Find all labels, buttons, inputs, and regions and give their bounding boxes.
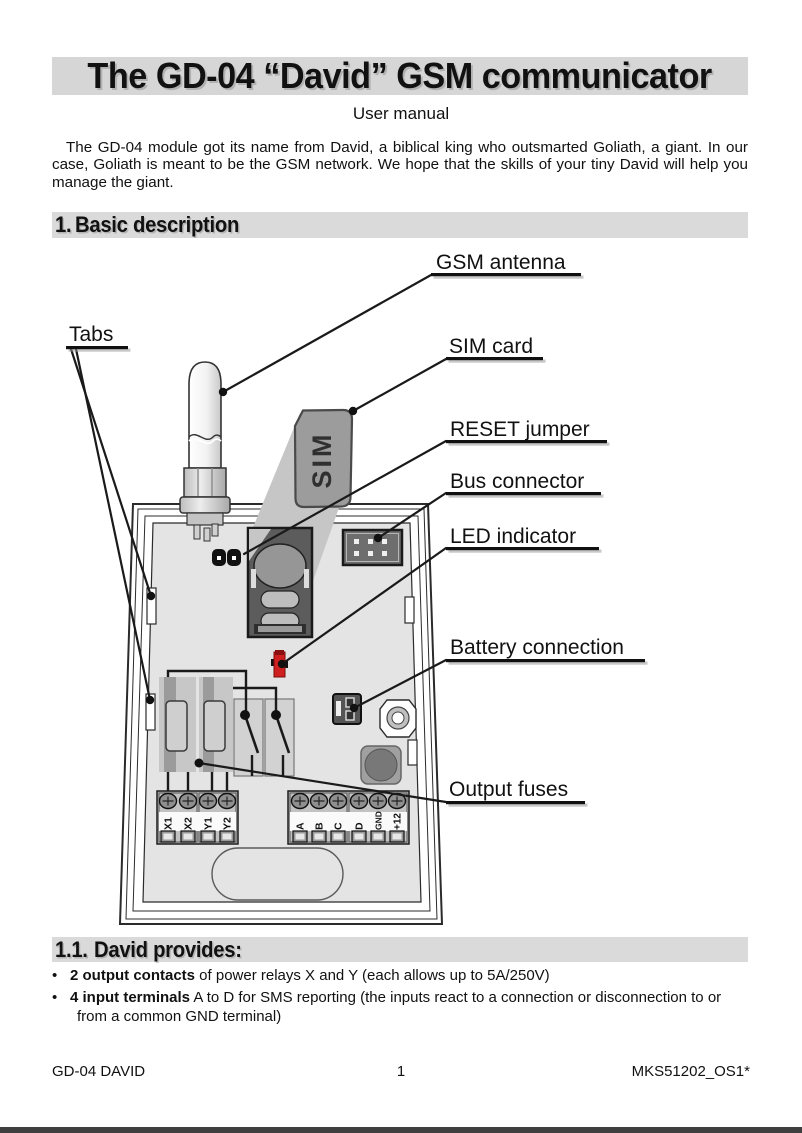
label-battery-connection: Battery connection xyxy=(446,636,648,665)
terminal-label: A xyxy=(295,822,307,830)
section-1-1-title: David provides: xyxy=(94,936,242,962)
terminal-label: X2 xyxy=(183,817,195,830)
reset-jumper xyxy=(212,549,241,566)
terminal-label: D xyxy=(354,822,366,830)
svg-text:SIM card: SIM card xyxy=(449,335,533,358)
terminal-label: Y1 xyxy=(203,817,215,830)
diagram-labels: GSM antenna Tabs SIM card RESET jumper B… xyxy=(66,251,648,807)
terminal-screws xyxy=(158,792,237,810)
label-led-indicator: LED indicator xyxy=(446,525,602,553)
svg-text:Tabs: Tabs xyxy=(69,323,113,346)
sim-holder xyxy=(246,526,314,639)
terminal-label: C xyxy=(333,822,345,830)
label-gsm-antenna: GSM antenna xyxy=(431,251,584,279)
case-clip-right-lower xyxy=(407,739,418,766)
leader-dots xyxy=(145,387,383,768)
push-button xyxy=(360,745,402,785)
svg-text:Battery connection: Battery connection xyxy=(450,636,624,659)
page-bottom-edge xyxy=(0,1127,802,1133)
bus-connector xyxy=(341,528,404,567)
subtitle: User manual xyxy=(352,104,450,123)
terminal-block-xy: X1 X2 Y1 Y2 xyxy=(156,790,239,845)
footer-document-code: MKS51202_OS1* xyxy=(631,1063,750,1080)
terminal-label: B xyxy=(314,822,326,830)
label-bus-connector: Bus connector xyxy=(446,470,604,498)
case-pill-cutout xyxy=(211,847,344,901)
svg-text:LED indicator: LED indicator xyxy=(450,525,576,548)
case-tab-upper xyxy=(146,587,157,625)
title-bar: The GD-04 “David” GSM communicator xyxy=(52,55,748,96)
footer-page-number: 1 xyxy=(396,1063,406,1080)
sim-card-text: SIM xyxy=(307,431,337,488)
terminal-holes xyxy=(292,830,405,843)
label-output-fuses: Output fuses xyxy=(446,778,588,807)
svg-text:RESET jumper: RESET jumper xyxy=(450,418,590,441)
output-fuses xyxy=(159,677,233,772)
section-1-number: 1. xyxy=(55,212,72,237)
terminal-label: +12 xyxy=(393,813,404,830)
terminal-label: X1 xyxy=(163,817,175,830)
section-1-heading: 1. Basic description xyxy=(52,212,748,238)
page-title: The GD-04 “David” GSM communicator xyxy=(87,55,713,96)
case-clip-right-upper xyxy=(404,596,415,624)
terminal-holes xyxy=(160,830,235,843)
features-list: 2 output contacts of power relays X and … xyxy=(52,966,752,1029)
relay-contacts xyxy=(233,698,295,777)
list-item: 4 input terminals A to D for SMS reporti… xyxy=(52,988,752,1026)
label-tabs: Tabs xyxy=(66,323,131,352)
label-reset-jumper: RESET jumper xyxy=(446,418,610,446)
terminal-block-inputs: A B C D GND +12 xyxy=(287,790,410,845)
list-item: 2 output contacts of power relays X and … xyxy=(52,966,752,985)
svg-text:Output fuses: Output fuses xyxy=(449,778,568,801)
gsm-antenna xyxy=(179,361,231,542)
terminal-label: Y2 xyxy=(222,817,234,830)
device-diagram: SIM xyxy=(66,251,648,925)
terminal-screws xyxy=(290,792,407,810)
sim-card: SIM xyxy=(293,408,354,509)
relay-switch-arms xyxy=(240,710,291,754)
mounting-hole xyxy=(379,699,417,738)
svg-text:Bus connector: Bus connector xyxy=(450,470,584,493)
svg-text:GSM antenna: GSM antenna xyxy=(436,251,566,274)
section-1-title: Basic description xyxy=(75,212,240,237)
intro-paragraph: The GD-04 module got its name from David… xyxy=(52,139,748,191)
feature-bold: 4 input terminals xyxy=(70,989,191,1006)
case-tab-lower xyxy=(145,693,156,731)
feature-rest: of power relays X and Y (each allows up … xyxy=(195,967,550,984)
label-sim-card: SIM card xyxy=(446,335,546,363)
leader-lines xyxy=(69,273,448,804)
footer-document-name: GD-04 DAVID xyxy=(52,1063,146,1080)
battery-connector xyxy=(332,693,362,725)
section-1-1-number: 1.1. xyxy=(55,936,88,962)
section-1-1-heading: 1.1. David provides: xyxy=(52,937,748,962)
feature-rest: A to D for SMS reporting (the inputs rea… xyxy=(77,989,722,1025)
terminal-label: GND xyxy=(374,811,384,830)
feature-bold: 2 output contacts xyxy=(70,967,196,984)
